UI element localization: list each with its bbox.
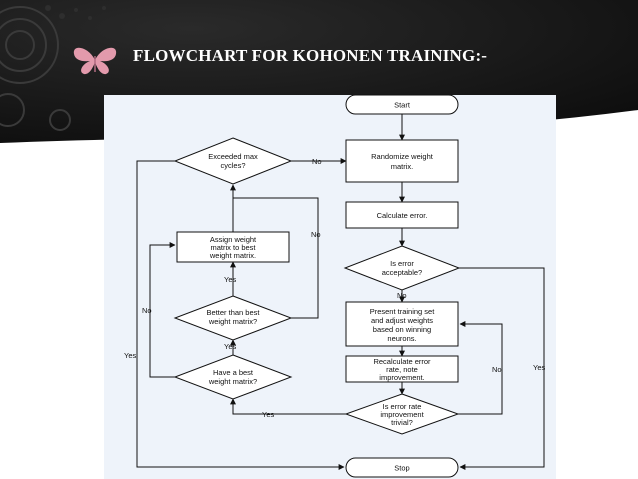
svg-text:Is error: Is error xyxy=(390,259,414,268)
present-training-process: Present training set and adjust weights … xyxy=(345,301,459,347)
svg-text:Randomize weight: Randomize weight xyxy=(371,152,434,161)
svg-text:based on winning: based on winning xyxy=(373,325,431,334)
label-trivial-no: No xyxy=(492,365,502,374)
slide-title: FLOWCHART FOR KOHONEN TRAINING:- xyxy=(133,46,488,65)
svg-text:weight matrix?: weight matrix? xyxy=(208,317,257,326)
svg-text:Start: Start xyxy=(394,101,411,110)
svg-text:neurons.: neurons. xyxy=(387,334,416,343)
error-acceptable-decision: Is error acceptable? xyxy=(343,245,461,291)
assign-weight-process: Assign weight matrix to best weight matr… xyxy=(176,231,290,263)
svg-text:rate, note: rate, note xyxy=(386,365,418,374)
label-better-no: No xyxy=(311,230,321,239)
recalculate-error-process: Recalculate error rate, note improvement… xyxy=(345,355,459,383)
svg-text:Calculate error.: Calculate error. xyxy=(377,211,428,220)
branch-labels: No No No No No Yes Yes Yes Yes Yes xyxy=(124,157,545,419)
trivial-improvement-decision: Is error rate improvement trivial? xyxy=(344,393,460,435)
svg-text:and adjust weights: and adjust weights xyxy=(371,316,433,325)
svg-text:Exceeded max: Exceeded max xyxy=(208,152,258,161)
label-trivial-yes: Yes xyxy=(262,410,274,419)
better-than-best-decision: Better than best weight matrix? xyxy=(173,295,293,341)
flow-connectors xyxy=(136,114,545,470)
svg-text:Present training set: Present training set xyxy=(370,307,436,316)
svg-text:improvement: improvement xyxy=(380,410,424,419)
label-error-yes: Yes xyxy=(533,363,545,372)
svg-text:Have a best: Have a best xyxy=(213,368,254,377)
svg-text:trivial?: trivial? xyxy=(391,418,413,427)
svg-text:Is error rate: Is error rate xyxy=(383,402,422,411)
svg-text:Better than best: Better than best xyxy=(207,308,261,317)
exceeded-cycles-decision: Exceeded max cycles? xyxy=(173,137,293,185)
label-exceeded-yes: Yes xyxy=(124,351,136,360)
svg-text:Assign weight: Assign weight xyxy=(210,235,257,244)
svg-text:weight matrix.: weight matrix. xyxy=(209,251,256,260)
have-best-decision: Have a best weight matrix? xyxy=(173,354,293,400)
svg-text:weight matrix?: weight matrix? xyxy=(208,377,257,386)
svg-text:matrix to best: matrix to best xyxy=(210,243,256,252)
randomize-process: Randomize weight matrix. xyxy=(345,139,459,183)
label-exceeded-no: No xyxy=(312,157,322,166)
label-have-best-yes: Yes xyxy=(224,342,236,351)
svg-text:matrix.: matrix. xyxy=(391,162,414,171)
label-have-best-no: No xyxy=(142,306,152,315)
svg-text:improvement.: improvement. xyxy=(379,373,424,382)
label-better-yes: Yes xyxy=(224,275,236,284)
butterfly-icon xyxy=(73,47,117,75)
label-error-no: No xyxy=(397,291,407,300)
start-terminal: Start xyxy=(345,94,459,115)
svg-text:Recalculate error: Recalculate error xyxy=(373,357,431,366)
svg-text:acceptable?: acceptable? xyxy=(382,268,422,277)
calculate-error-process: Calculate error. xyxy=(345,201,459,229)
svg-text:Stop: Stop xyxy=(394,464,409,473)
svg-text:cycles?: cycles? xyxy=(220,161,245,170)
stop-terminal: Stop xyxy=(345,457,459,478)
